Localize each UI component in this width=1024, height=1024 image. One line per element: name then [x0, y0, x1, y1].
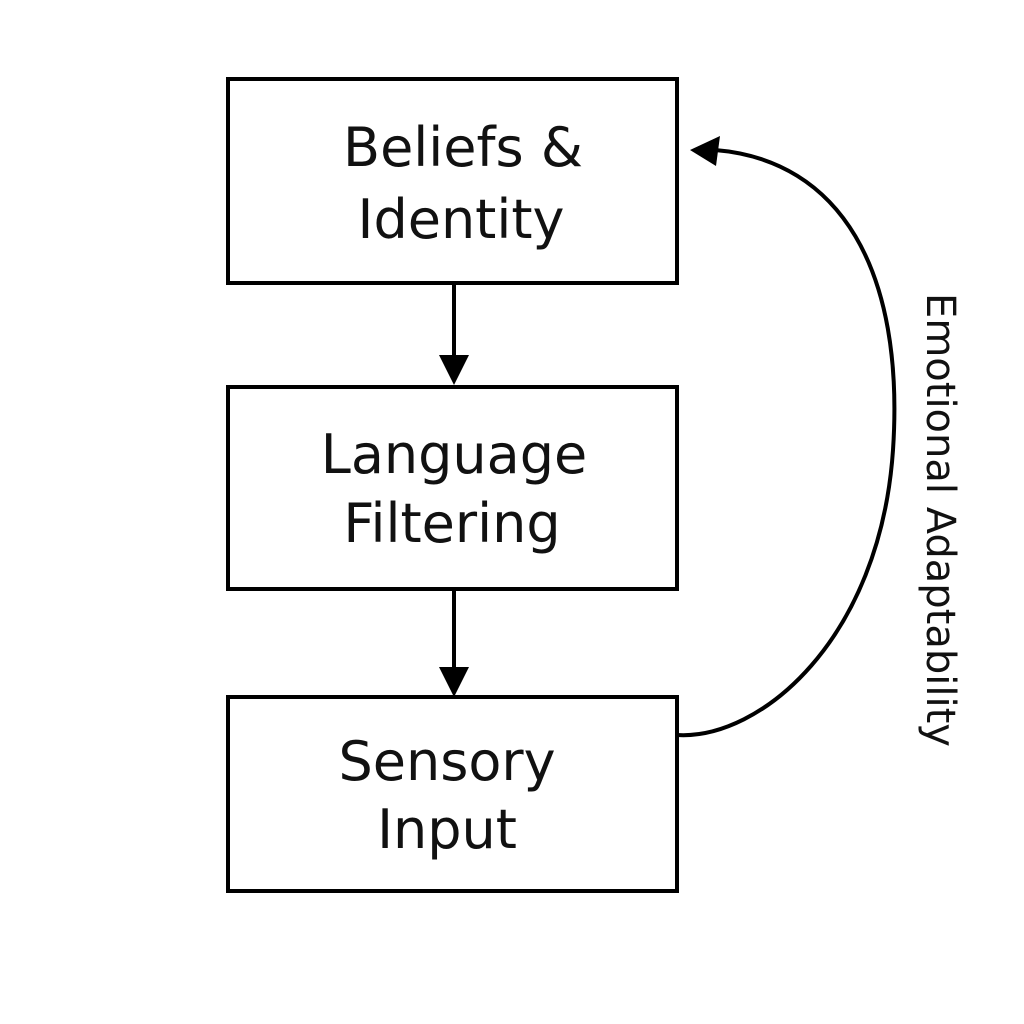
node-beliefs-identity-box	[226, 77, 679, 285]
edge-beliefs-to-language	[439, 283, 469, 385]
node-beliefs-identity-label-line2: Identity	[358, 188, 565, 251]
node-sensory-input-label-line1: Sensory	[338, 730, 555, 793]
arrow-down-icon	[439, 667, 469, 697]
node-language-filtering-box	[226, 385, 679, 591]
node-beliefs-identity: Beliefs & Identity	[226, 77, 679, 285]
arrow-left-icon	[690, 136, 720, 166]
node-language-filtering-label-line1: Language	[321, 423, 588, 486]
node-sensory-input-label-line2: Input	[377, 798, 517, 861]
feedback-loop-curve	[676, 148, 897, 738]
node-beliefs-identity-label-line1: Beliefs &	[343, 116, 583, 179]
node-sensory-input-box	[226, 695, 679, 893]
feedback-loop-label: Emotional Adaptability	[917, 293, 963, 747]
node-language-filtering-label-line2: Filtering	[343, 492, 560, 555]
edge-feedback-loop	[676, 136, 897, 738]
node-language-filtering: Language Filtering	[226, 385, 679, 591]
node-sensory-input: Sensory Input	[226, 695, 679, 893]
edge-language-to-sensory	[439, 589, 469, 697]
arrow-down-icon	[439, 355, 469, 385]
